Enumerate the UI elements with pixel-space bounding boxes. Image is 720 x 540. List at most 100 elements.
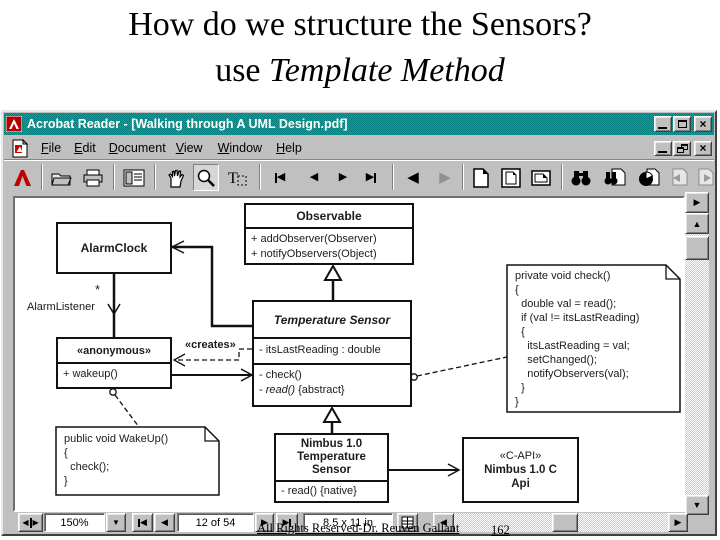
toolbar-separator <box>259 164 261 190</box>
next-page-status-button[interactable]: ▶ <box>255 513 274 532</box>
next-highlight-button[interactable] <box>694 164 720 191</box>
forward-arrow-icon: ▶ <box>439 169 451 186</box>
close-button[interactable]: × <box>694 116 712 132</box>
open-folder-icon <box>51 173 72 185</box>
class-attributes: - itsLastReading : double <box>254 337 410 363</box>
splitter-button[interactable]: ◀▶ <box>18 513 43 532</box>
association-label: AlarmListener <box>27 301 95 313</box>
status-bar: ◀▶ 150% ▼ ◀ ◀ 12 of 54 ▶ ▶ 8.5 x 11 in ◀… <box>4 512 714 533</box>
print-button[interactable] <box>80 164 106 191</box>
last-page-status-button[interactable]: ▶ <box>276 513 298 532</box>
class-temperature-sensor[interactable]: Temperature Sensor - itsLastReading : do… <box>252 300 412 407</box>
previous-page-button[interactable]: ◀ <box>301 164 327 191</box>
actual-size-button[interactable] <box>468 164 494 191</box>
previous-highlight-icon <box>672 168 688 186</box>
class-methods: + wakeup() <box>58 362 170 387</box>
hand-tool-button[interactable] <box>163 164 189 191</box>
first-page-status-button[interactable]: ◀ <box>132 513 153 532</box>
down-arrow-icon: ▼ <box>112 518 120 527</box>
zoom-dropdown-button[interactable]: ▼ <box>106 513 126 532</box>
go-back-button[interactable]: ◀ <box>400 164 426 191</box>
find-button[interactable] <box>568 164 594 191</box>
toolbar-separator <box>392 164 394 190</box>
fit-width-button[interactable] <box>528 164 554 191</box>
page-layout-button[interactable] <box>397 513 418 532</box>
minimize-icon <box>658 127 667 129</box>
class-alarmclock[interactable]: AlarmClock <box>56 222 172 274</box>
previous-highlight-button[interactable] <box>666 164 692 191</box>
hand-icon <box>168 169 185 188</box>
maximize-button[interactable] <box>673 116 691 132</box>
fit-width-icon <box>531 169 551 186</box>
right-arrow-icon: ▶ <box>674 517 682 527</box>
magnifier-icon <box>197 169 215 187</box>
hscroll-right-button[interactable]: ▶ <box>668 513 688 532</box>
note-check-text: private void check(){ double val = read(… <box>515 270 640 408</box>
document-page[interactable]: Observable + addObserver(Observer)+ noti… <box>13 196 685 512</box>
minimize-button[interactable] <box>654 116 672 132</box>
binoculars-icon <box>571 170 591 185</box>
fit-page-button[interactable] <box>498 164 524 191</box>
open-file-button[interactable] <box>48 164 74 191</box>
scroll-down-button[interactable]: ▼ <box>685 495 709 515</box>
page-indicator-box[interactable]: 12 of 54 <box>177 513 254 532</box>
window-titlebar[interactable]: Acrobat Reader - [Walking through A UML … <box>4 113 714 135</box>
window-title: Acrobat Reader - [Walking through A UML … <box>27 117 348 131</box>
slide-footer: All Rights Reserved-Dr. Reuven Gallant <box>257 521 460 535</box>
article-next-button[interactable]: ▶ <box>685 192 709 213</box>
printer-icon <box>83 169 103 186</box>
class-anonymous[interactable]: «anonymous» + wakeup() <box>56 337 172 389</box>
mdi-minimize-button[interactable] <box>654 140 672 156</box>
menu-file[interactable]: File <box>41 141 62 155</box>
class-name: Observable <box>296 209 362 223</box>
last-page-button[interactable]: ▶ <box>358 164 384 191</box>
previous-page-status-button[interactable]: ◀ <box>154 513 175 532</box>
mdi-window-controls: × <box>653 140 712 156</box>
next-page-button[interactable]: ▶ <box>330 164 356 191</box>
menu-document[interactable]: Document <box>108 141 166 155</box>
mdi-restore-button[interactable] <box>673 140 691 156</box>
mdi-close-button[interactable]: × <box>694 140 712 156</box>
page-layout-icon <box>401 516 414 529</box>
scroll-thumb[interactable] <box>685 236 709 260</box>
hscroll-left-button[interactable]: ◀ <box>433 513 454 532</box>
go-forward-button[interactable]: ▶ <box>432 164 458 191</box>
scroll-up-button[interactable]: ▲ <box>685 213 709 234</box>
arrowhead-left <box>170 240 185 254</box>
actual-size-icon <box>473 167 489 188</box>
toolbar-separator <box>113 164 115 190</box>
hscroll-thumb[interactable] <box>552 513 578 532</box>
uml-diagram: Observable + addObserver(Observer)+ noti… <box>15 198 683 510</box>
mdi-minimize-icon <box>658 150 667 153</box>
page-panel-toggle-button[interactable] <box>121 164 147 191</box>
search-results-button[interactable] <box>636 164 662 191</box>
menu-help[interactable]: Help <box>276 141 302 155</box>
text-select-tool-button[interactable]: T <box>223 164 249 191</box>
mdi-restore-icon <box>676 143 688 153</box>
fit-page-icon <box>501 167 521 188</box>
svg-text:T: T <box>228 170 238 187</box>
first-page-button[interactable]: ◀ <box>267 164 293 191</box>
adobe-logo-button[interactable] <box>9 164 35 191</box>
vertical-scrollbar[interactable]: ▶ ▲ ▼ <box>685 192 709 518</box>
pdf-document-icon <box>12 138 29 157</box>
menu-view[interactable]: View <box>175 141 203 155</box>
next-page-icon: ▶ <box>261 517 268 527</box>
pie-page-icon <box>639 168 660 186</box>
scroll-track[interactable] <box>685 234 709 495</box>
text-select-icon: T <box>228 170 247 187</box>
right-triangle-icon: ▶ <box>693 197 701 207</box>
previous-page-icon: ◀ <box>161 517 168 527</box>
search-button[interactable] <box>602 164 628 191</box>
mdi-close-icon: × <box>699 141 707 155</box>
down-arrow-icon: ▼ <box>692 500 702 510</box>
zoom-level-box[interactable]: 150% <box>44 513 105 532</box>
menu-edit[interactable]: Edit <box>74 141 96 155</box>
class-observable[interactable]: Observable + addObserver(Observer)+ noti… <box>244 203 414 265</box>
menu-window[interactable]: Window <box>217 141 263 155</box>
class-c-api[interactable]: «C-API» Nimbus 1.0 C Api <box>462 437 579 503</box>
zoom-tool-button[interactable] <box>193 164 219 191</box>
toolbar-separator <box>41 164 43 190</box>
